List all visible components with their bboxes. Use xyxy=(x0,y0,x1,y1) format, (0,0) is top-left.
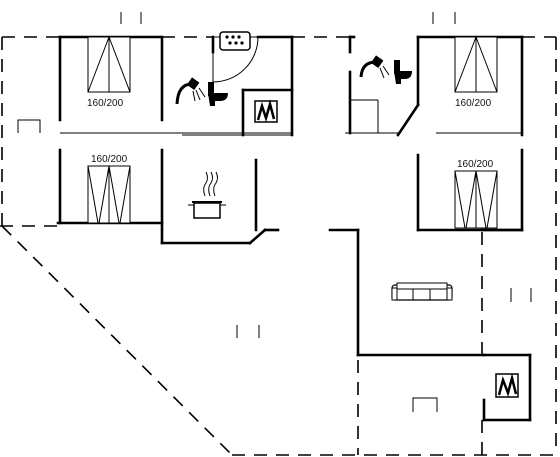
bed-size-label: 160/200 xyxy=(87,98,124,109)
sauna-icon xyxy=(219,31,251,51)
kitchen xyxy=(188,171,226,219)
shower-icon xyxy=(359,55,390,79)
bedroom-3: 160/200 xyxy=(454,36,498,109)
sofa-icon xyxy=(391,282,453,301)
washing-machine-icon xyxy=(254,99,278,123)
washing-machine-icon xyxy=(495,373,519,398)
toilet-icon xyxy=(394,60,412,84)
cooking-pot-icon xyxy=(188,171,226,219)
bathroom-2 xyxy=(359,55,412,84)
shower-icon xyxy=(175,77,206,105)
bed-size-label: 160/200 xyxy=(91,154,128,165)
utility-room xyxy=(495,373,519,398)
outer-boundary xyxy=(0,36,557,456)
bedroom-2: 160/200 xyxy=(87,154,131,224)
living-room xyxy=(391,282,453,301)
bathroom-1 xyxy=(175,77,278,123)
bedroom-1: 160/200 xyxy=(87,36,131,109)
toilet-icon xyxy=(208,82,228,106)
bed-size-label: 160/200 xyxy=(457,159,494,170)
sauna xyxy=(212,31,259,83)
bedroom-4: 160/200 xyxy=(454,159,498,229)
bed-size-label: 160/200 xyxy=(455,98,492,109)
window-marks xyxy=(17,12,532,412)
